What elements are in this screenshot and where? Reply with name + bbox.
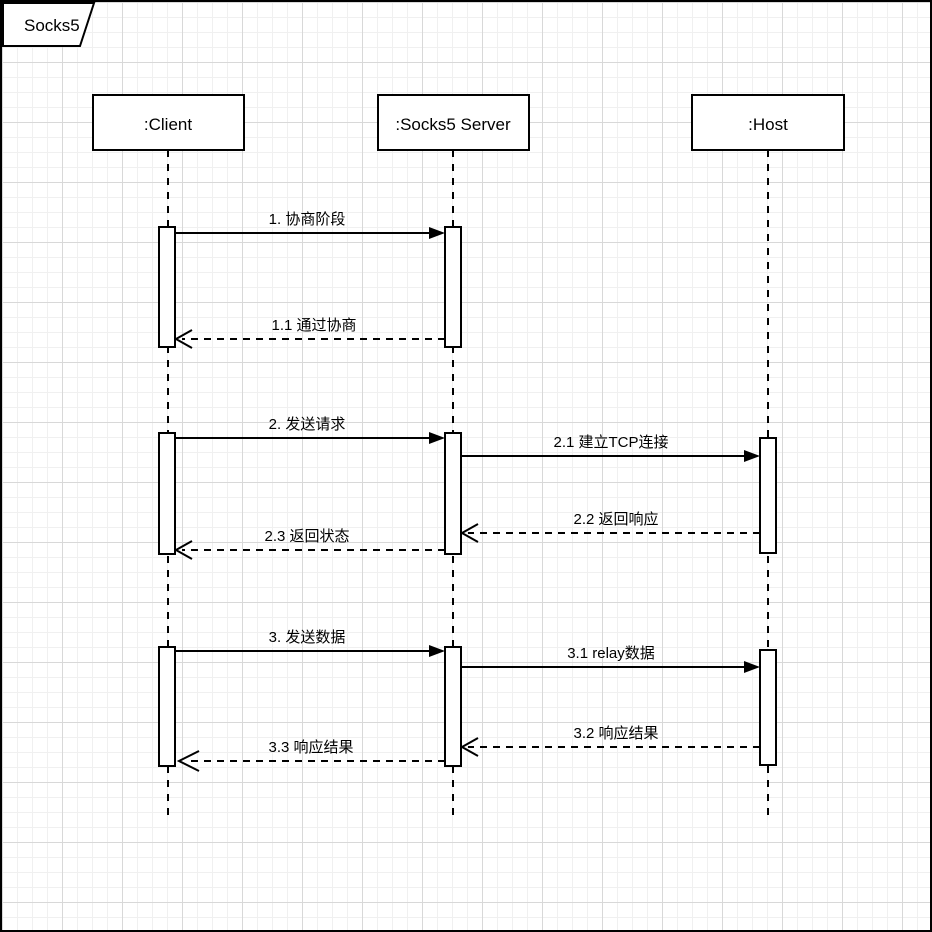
message-2-2-label: 2.2 返回响应 [573,510,658,528]
activation-client-3[interactable] [158,646,176,767]
message-3-1[interactable]: 3.1 relay数据 [461,645,760,673]
activation-server-1[interactable] [444,226,462,348]
message-2-3-label: 2.3 返回状态 [264,528,349,545]
message-2[interactable]: 2. 发送请求 [175,416,445,444]
message-3[interactable]: 3. 发送数据 [175,629,445,657]
message-1-1-label: 1.1 通过协商 [271,317,356,334]
arrowhead-filled-icon [744,450,760,462]
message-2-3[interactable]: 2.3 返回状态 [173,528,445,560]
activation-server-3[interactable] [444,646,462,767]
lifeline-client-header[interactable] [92,94,245,151]
arrowhead-filled-icon [744,661,760,673]
message-2-2[interactable]: 2.2 返回响应 [459,510,760,543]
arrowhead-filled-icon [429,645,445,657]
message-1[interactable]: 1. 协商阶段 [175,211,445,239]
lifeline-client-label: :Client [144,115,192,134]
lifeline-client[interactable]: :Client [92,94,245,822]
frame-title-label: Socks5 [24,16,80,35]
arrowhead-open-icon [459,737,479,757]
message-3-label: 3. 发送数据 [269,629,346,646]
lifeline-server[interactable]: :Socks5 Server [377,94,530,822]
lifeline-server-label: :Socks5 Server [395,115,511,134]
message-2-1-label: 2.1 建立TCP连接 [553,434,668,451]
activation-server-2[interactable] [444,432,462,555]
arrowhead-open-icon [176,750,200,772]
message-1-1[interactable]: 1.1 通过协商 [173,317,445,349]
message-3-3-label: 3.3 响应结果 [268,738,353,756]
activation-host-1[interactable] [759,437,777,554]
activation-host-2[interactable] [759,649,777,766]
message-2-label: 2. 发送请求 [269,416,346,433]
lifeline-server-header[interactable] [377,94,530,151]
activation-client-2[interactable] [158,432,176,555]
arrowhead-open-icon [173,329,193,349]
arrowhead-filled-icon [429,432,445,444]
arrowhead-open-icon [459,523,479,543]
message-2-1[interactable]: 2.1 建立TCP连接 [461,434,760,462]
activation-client-1[interactable] [158,226,176,348]
frame-title-tab: Socks5 [2,2,96,47]
message-3-2-label: 3.2 响应结果 [573,724,658,742]
message-3-3[interactable]: 3.3 响应结果 [176,738,445,772]
message-3-2[interactable]: 3.2 响应结果 [459,724,760,757]
arrowhead-filled-icon [429,227,445,239]
lifeline-host-header[interactable] [691,94,845,151]
message-1-label: 1. 协商阶段 [269,211,346,228]
lifeline-host[interactable]: :Host [691,94,845,822]
arrowhead-open-icon [173,540,193,560]
message-3-1-label: 3.1 relay数据 [567,645,655,662]
lifeline-host-label: :Host [748,115,788,134]
